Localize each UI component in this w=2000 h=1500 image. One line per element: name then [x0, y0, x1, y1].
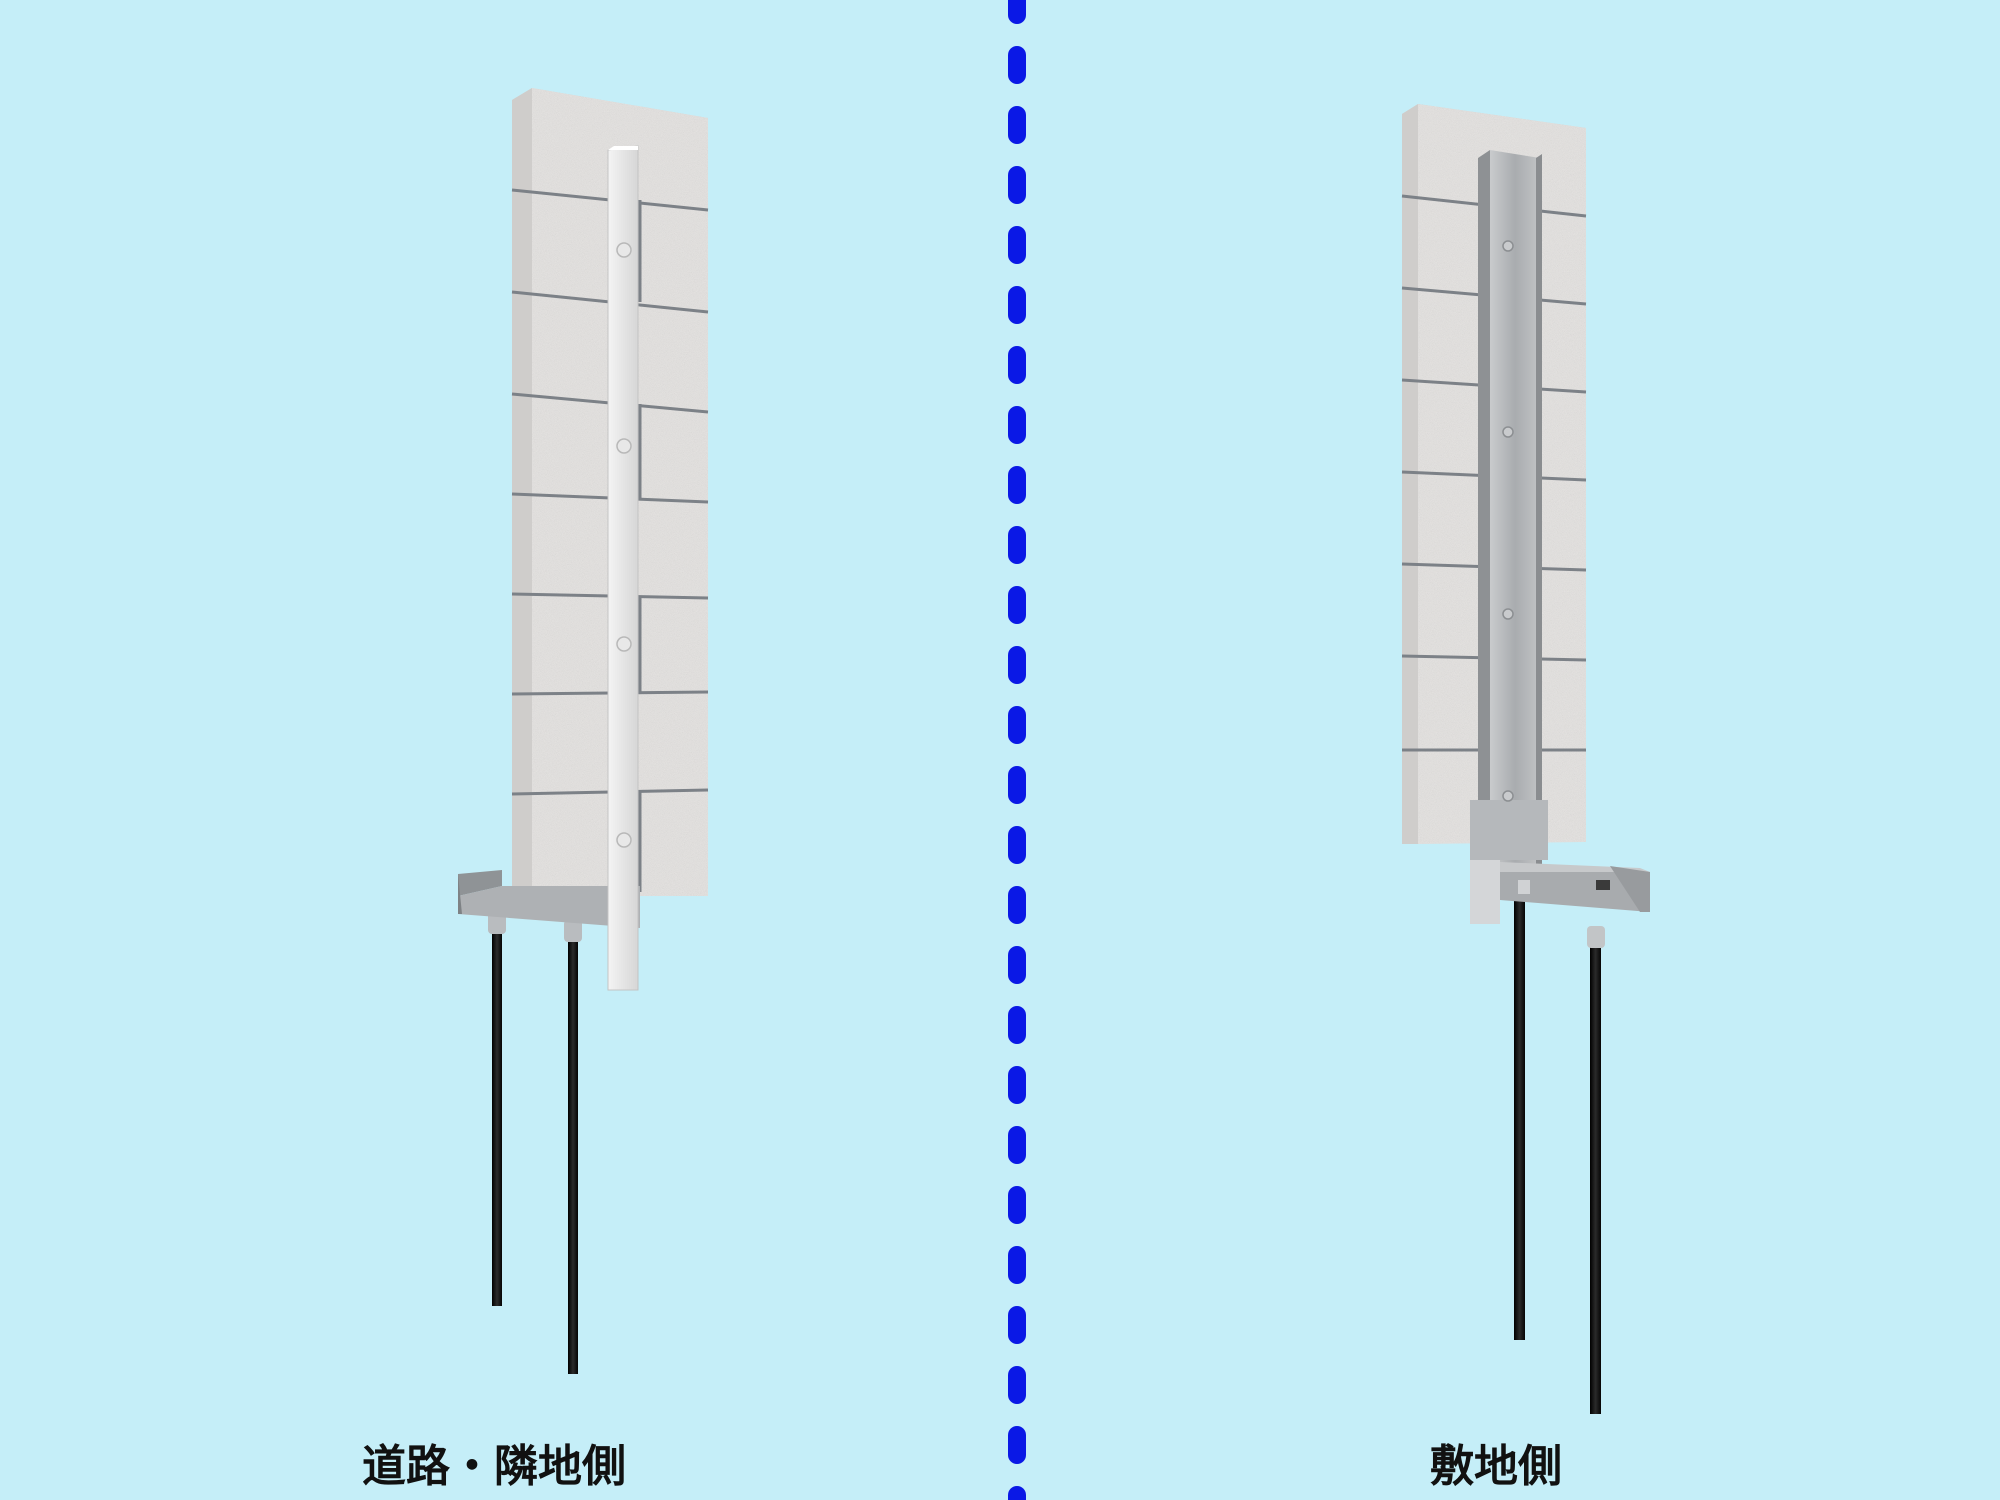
divider-dash [1008, 1366, 1026, 1404]
divider-dash [1008, 406, 1026, 444]
divider-dash [1008, 526, 1026, 564]
site-side-label: 敷地側 [1430, 1441, 1562, 1492]
divider-dash [1008, 346, 1026, 384]
divider-dash [1008, 826, 1026, 864]
right-anchor-rod-2 [1590, 940, 1601, 1414]
left-anchor-rod-2 [568, 928, 578, 1374]
bolt-icon [1502, 790, 1514, 802]
divider-dash [1008, 1426, 1026, 1464]
right-wall-assembly [1401, 104, 1650, 1414]
divider-dash [1008, 646, 1026, 684]
divider-dash [1008, 766, 1026, 804]
divider-dash [1008, 1066, 1026, 1104]
divider-dash [1008, 1486, 1026, 1500]
divider-dash [1008, 586, 1026, 624]
divider-dash [1008, 226, 1026, 264]
left-base-bracket [458, 870, 640, 928]
right-bolt-icons [1502, 240, 1514, 802]
right-anchor-rod-1 [1514, 896, 1525, 1340]
right-base-bracket [1500, 862, 1650, 912]
bolt-icon [1502, 608, 1514, 620]
bolt-icon [1502, 240, 1514, 252]
divider-dash [1008, 1126, 1026, 1164]
left-flat-steel-strip [607, 145, 639, 991]
divider-dash [1008, 46, 1026, 84]
divider-dash [1008, 286, 1026, 324]
left-wall-assembly [458, 88, 709, 1374]
divider-dash [1008, 886, 1026, 924]
bolt-icon [616, 242, 632, 258]
road-neighbor-side-label: 道路・隣地側 [362, 1441, 626, 1492]
divider-dash [1008, 1306, 1026, 1344]
bolt-icon [616, 636, 632, 652]
bolt-icon [616, 832, 632, 848]
bolt-icon [1502, 426, 1514, 438]
divider-dashed-line [1008, 0, 1026, 1500]
divider-dash [1008, 0, 1026, 24]
divider-dash [1008, 106, 1026, 144]
bolt-icon [616, 438, 632, 454]
right-channel-post [1470, 150, 1548, 924]
divider-dash [1008, 1246, 1026, 1284]
divider-dash [1008, 946, 1026, 984]
divider-dash [1008, 466, 1026, 504]
left-anchor-rod-1 [492, 918, 502, 1306]
divider-dash [1008, 166, 1026, 204]
divider-dash [1008, 1186, 1026, 1224]
divider-dash [1008, 1006, 1026, 1044]
left-bolt-icons [616, 242, 632, 848]
divider-dash [1008, 706, 1026, 744]
